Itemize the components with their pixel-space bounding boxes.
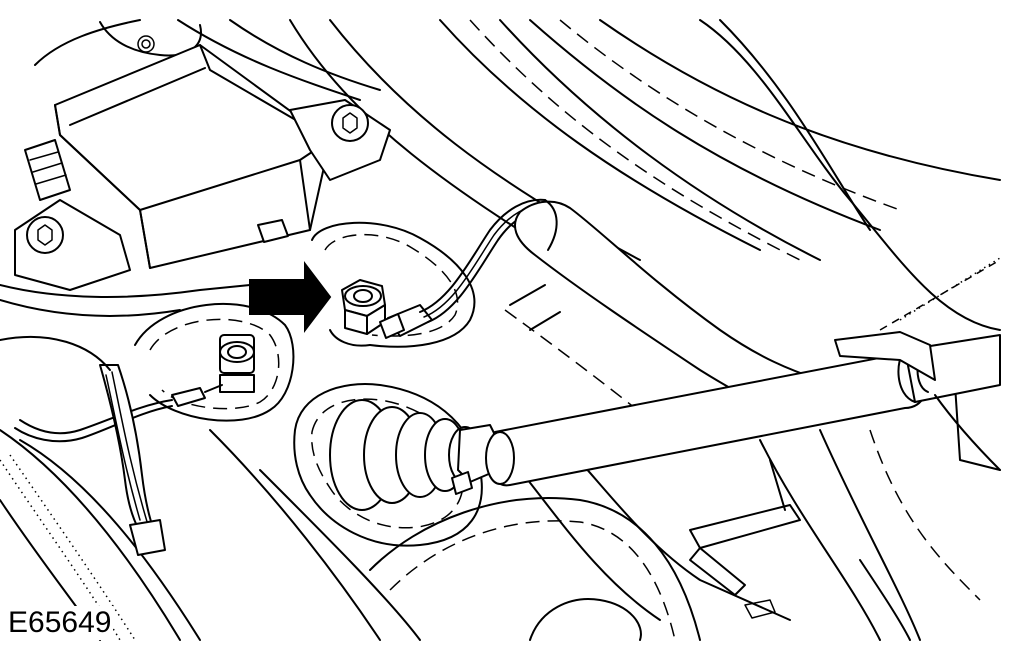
target-ground-stud	[311, 198, 551, 348]
right-edge	[859, 394, 1001, 641]
left-ground-point	[0, 303, 295, 556]
callout-arrow	[249, 261, 332, 333]
arrow-right-icon	[249, 261, 332, 333]
support-strut	[485, 331, 1001, 596]
figure-id-label: E65649	[6, 606, 114, 640]
control-module	[0, 44, 391, 317]
body-panel	[34, 19, 1001, 641]
grommet-bellows	[293, 383, 501, 547]
